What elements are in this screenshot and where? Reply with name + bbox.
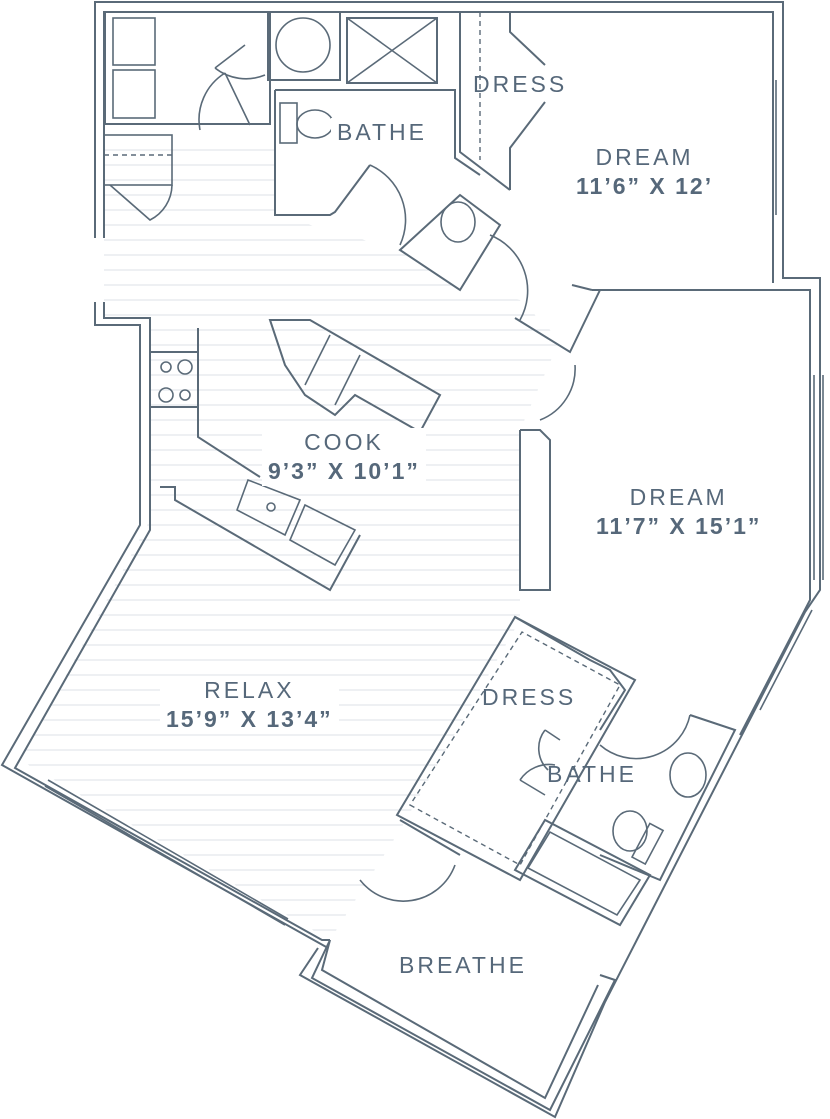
room-label-relax: RELAX 15’9” X 13’4”	[160, 676, 339, 734]
interior-walls	[103, 11, 737, 927]
room-label-dream-1: DREAM 11’6” X 12’	[570, 143, 720, 201]
room-name: RELAX	[204, 677, 295, 703]
room-label-bathe-2: BATHE	[541, 760, 643, 789]
room-label-breathe: BREATHE	[393, 951, 533, 980]
room-name: DREAM	[629, 484, 728, 510]
room-name: COOK	[304, 429, 384, 455]
room-name: DREAM	[595, 144, 694, 170]
room-dimensions: 15’9” X 13’4”	[166, 705, 333, 732]
room-label-dress-2: DRESS	[476, 683, 582, 712]
room-name: DRESS	[482, 684, 577, 710]
room-name: BATHE	[337, 119, 427, 145]
room-dimensions: 9’3” X 10’1”	[268, 457, 420, 484]
room-name: DRESS	[473, 71, 568, 97]
room-dimensions: 11’7” X 15’1”	[596, 512, 762, 539]
room-name: BATHE	[547, 761, 637, 787]
room-dimensions: 11’6” X 12’	[576, 172, 714, 199]
room-label-cook: COOK 9’3” X 10’1”	[262, 428, 426, 486]
room-name: BREATHE	[399, 952, 527, 978]
room-label-dream-2: DREAM 11’7” X 15’1”	[590, 483, 768, 541]
room-label-bathe-1: BATHE	[331, 118, 433, 147]
room-label-dress-1: DRESS	[467, 70, 573, 99]
